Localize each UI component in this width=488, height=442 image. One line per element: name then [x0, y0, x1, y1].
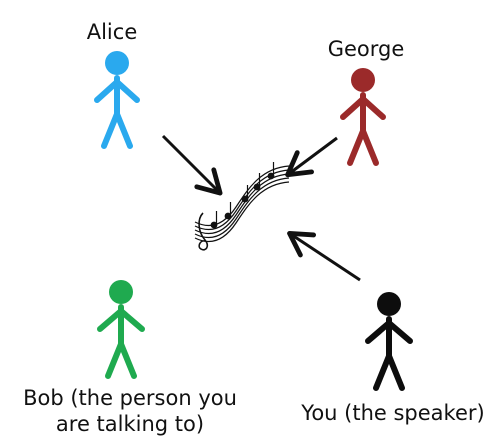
bob-label: Bob (the person you are talking to)	[12, 385, 248, 437]
alice-label: Alice	[86, 20, 138, 44]
you-label: You (the speaker)	[301, 401, 485, 425]
alice-figure	[94, 51, 140, 149]
bob-label-line2: are talking to)	[55, 412, 205, 436]
george-figure	[340, 68, 386, 166]
bob-figure	[97, 280, 145, 379]
arrow-from-alice	[161, 134, 223, 196]
music-notes-staff-icon	[194, 162, 290, 251]
arrow-from-george	[285, 136, 338, 178]
arrow-from-you	[287, 230, 361, 282]
bob-label-line1: Bob (the person you	[23, 386, 237, 410]
george-label: George	[327, 37, 405, 61]
you-figure	[365, 292, 413, 391]
